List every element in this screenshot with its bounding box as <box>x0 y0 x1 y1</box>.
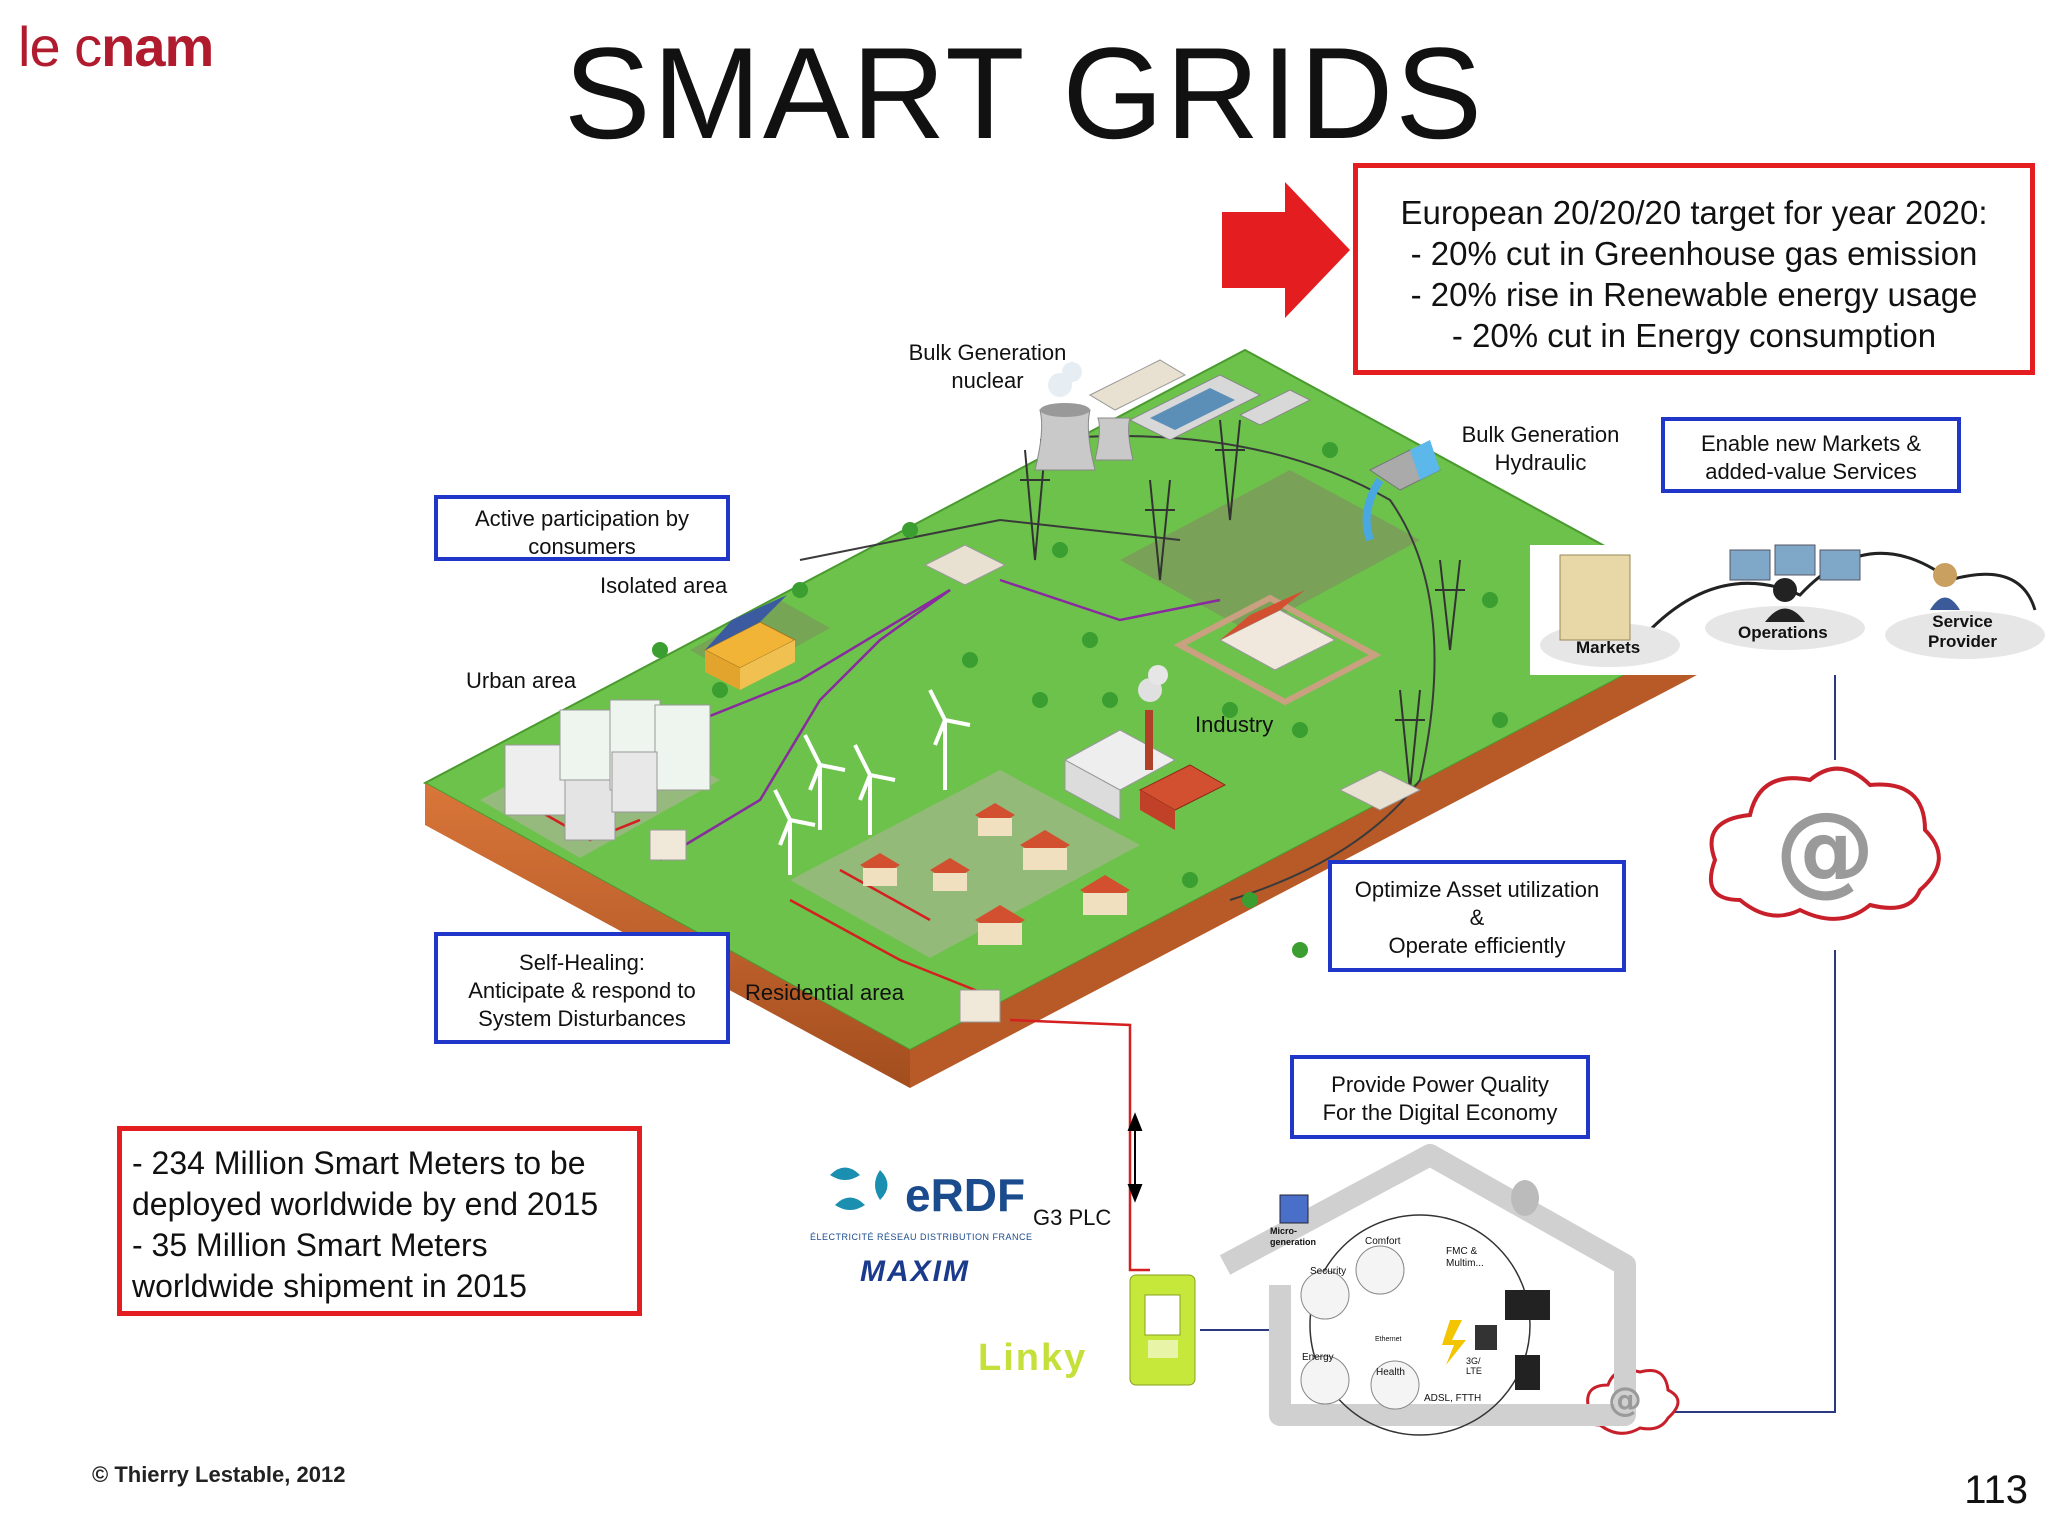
callout-active-participation: Active participation by consumers <box>434 495 730 561</box>
hydraulic-dam <box>1362 440 1441 542</box>
callout-power-quality: Provide Power Quality For the Digital Ec… <box>1290 1055 1590 1139</box>
isolated-house <box>703 595 797 690</box>
residential-zone <box>790 770 1140 958</box>
node-label-operations: Operations <box>1738 623 1828 642</box>
pylons <box>1020 419 1465 791</box>
at-sign-icon: @ <box>1775 790 1875 907</box>
home-label-adsl: ADSL, FTTH <box>1424 1393 1482 1404</box>
erdf-logo-icon <box>830 1167 888 1210</box>
transmission-lines <box>799 435 1436 901</box>
erdf-logo-text: eRDF <box>905 1169 1026 1221</box>
maxim-logo: MAXIM <box>860 1255 970 1288</box>
label-isolated-area: Isolated area <box>600 573 728 598</box>
home-label-fmc: FMC &Multim... <box>1446 1246 1484 1269</box>
label-g3-plc: G3 PLC <box>1033 1205 1112 1230</box>
home-label-energy: Energy <box>1302 1352 1334 1363</box>
eu-target-line-3: - 20% rise in Renewable energy usage <box>1410 276 1978 313</box>
g3-plc-arrow <box>1127 1112 1143 1203</box>
substations <box>649 544 1422 1023</box>
network-panel <box>1530 544 2045 675</box>
label-industry: Industry <box>1195 712 1274 737</box>
home-label-micro-generation: Micro-generation <box>1270 1226 1317 1247</box>
terrain-slab <box>422 348 1738 1088</box>
nuclear-plant <box>1034 359 1312 471</box>
node-label-markets: Markets <box>1576 638 1641 657</box>
home-label-health: Health <box>1376 1367 1405 1378</box>
callout-markets-services: Enable new Markets & added-value Service… <box>1661 417 1961 493</box>
home-label-comfort: Comfort <box>1365 1236 1401 1247</box>
home-label-security: Security <box>1310 1266 1347 1277</box>
home-outline <box>1219 1144 1636 1436</box>
residential-houses <box>860 803 1130 945</box>
eu-target-line-1: European 20/20/20 target for year 2020: <box>1400 194 1988 231</box>
eu-target-line-4: - 20% cut in Energy consumption <box>1451 317 1937 354</box>
label-urban-area: Urban area <box>466 668 577 693</box>
linky-logo: Linky <box>978 1337 1088 1379</box>
smart-meters-box: - 234 Million Smart Meters to be deploye… <box>117 1126 642 1316</box>
industry-buildings <box>1063 590 1382 830</box>
copyright: © Thierry Lestable, 2012 <box>92 1462 346 1487</box>
eu-target-line-2: - 20% cut in Greenhouse gas emission <box>1410 235 1978 272</box>
at-sign-small-icon: @ <box>1608 1380 1642 1420</box>
erdf-subtitle: ÉLECTRICITÉ RÉSEAU DISTRIBUTION FRANCE <box>810 1232 1033 1242</box>
internet-cloud-large <box>1709 766 1941 921</box>
home-label-3g-lte: 3G/LTE <box>1466 1356 1482 1376</box>
pointer-arrow <box>1222 182 1350 318</box>
trees <box>652 442 1558 958</box>
eu-target-box: European 20/20/20 target for year 2020: … <box>1353 163 2035 375</box>
page-number: 113 <box>1964 1468 2028 1512</box>
label-residential-area: Residential area <box>745 980 904 1005</box>
callout-self-healing: Self-Healing: Anticipate & respond to Sy… <box>434 932 730 1044</box>
callout-optimize-assets: Optimize Asset utilization & Operate eff… <box>1328 860 1626 972</box>
urban-buildings <box>504 699 711 841</box>
network-connector-lines <box>1200 675 1836 1413</box>
wind-turbines <box>773 689 971 875</box>
page-title: SMART GRIDS <box>563 20 1485 166</box>
linky-meter <box>1129 1274 1196 1386</box>
industry-zone <box>1120 470 1420 632</box>
home-label-ethernet: Ethernet <box>1375 1336 1402 1343</box>
cnam-logo: le cnam <box>18 15 214 78</box>
